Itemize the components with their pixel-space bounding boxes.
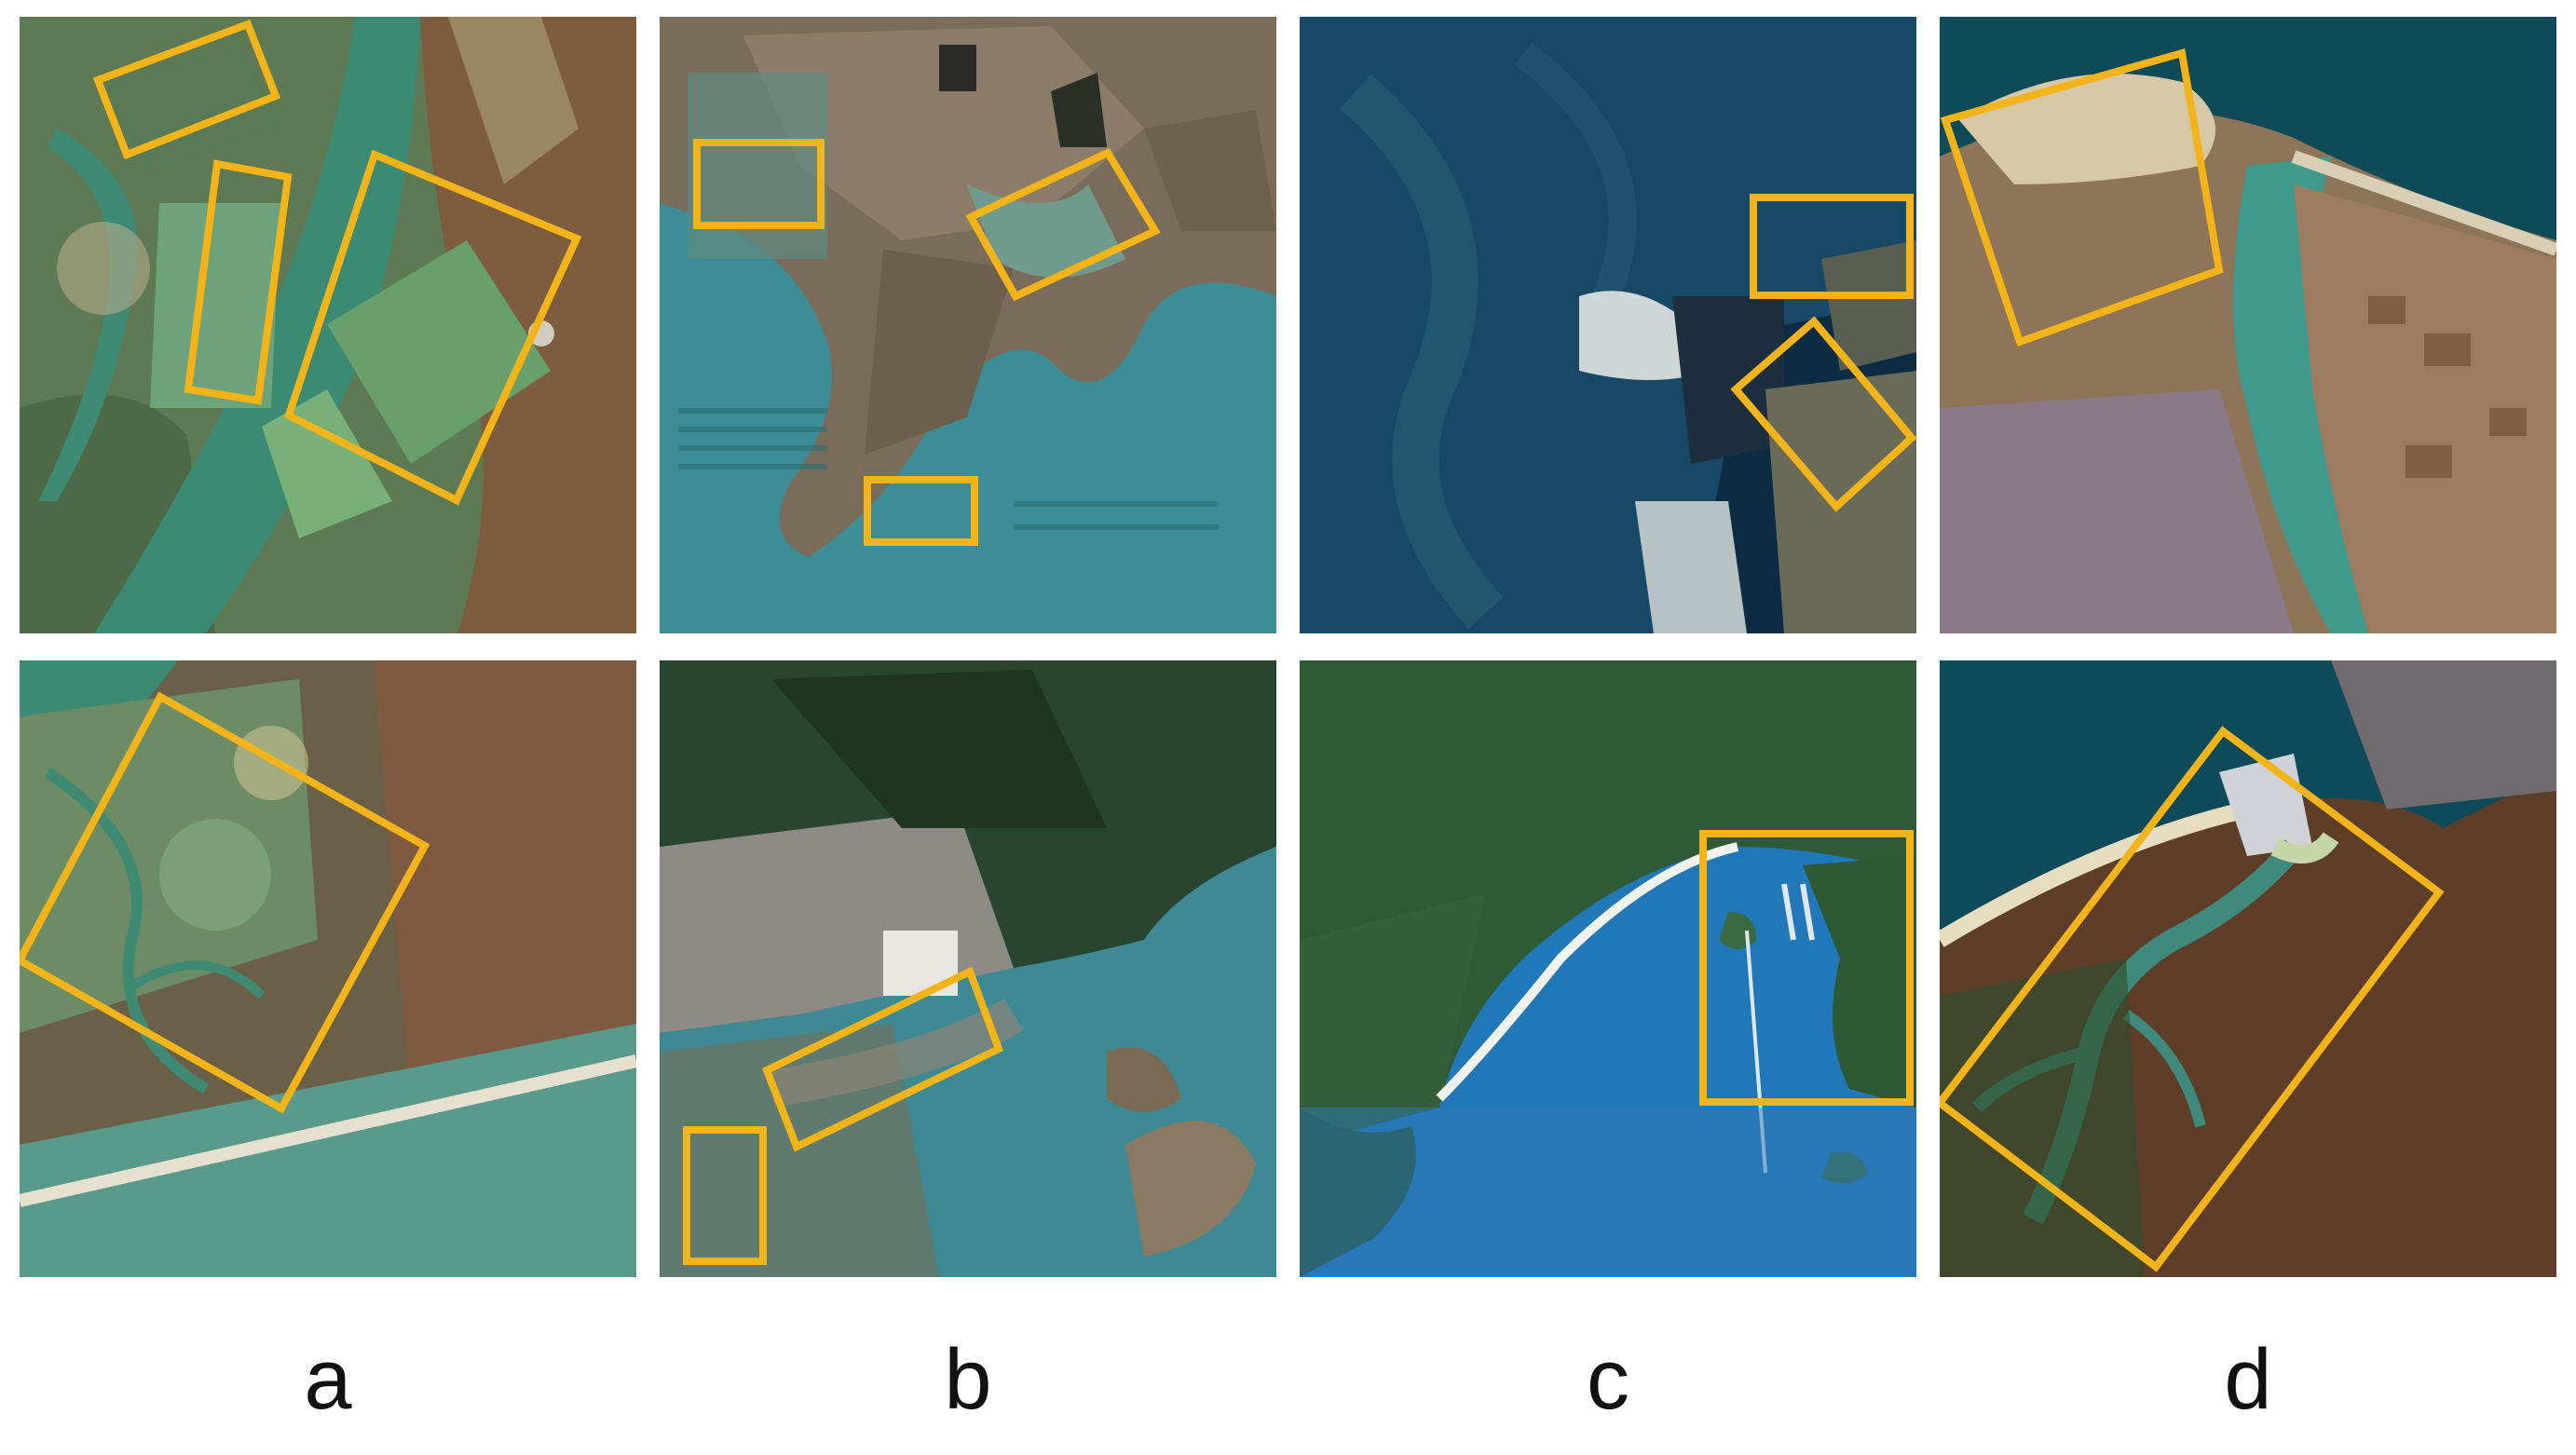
column-label-d: d: [2224, 1332, 2272, 1427]
panel-d-bottom: [1940, 660, 2556, 1277]
panel-a-bottom: [20, 660, 636, 1277]
satellite-image-a-bottom: [20, 660, 636, 1277]
satellite-image-d-top: [1940, 17, 2556, 633]
panel-d-top: [1940, 17, 2556, 633]
panel-b-top: [660, 17, 1276, 633]
satellite-image-b-bottom: [660, 660, 1276, 1277]
column-label-a: a: [304, 1332, 352, 1427]
panel-b-bottom: [660, 660, 1276, 1277]
panel-a-top: [20, 17, 636, 633]
satellite-image-a-top: [20, 17, 636, 633]
panel-c-top: [1300, 17, 1916, 633]
column-label-b: b: [944, 1332, 992, 1427]
column-label-c: c: [1587, 1332, 1629, 1427]
satellite-image-d-bottom: [1940, 660, 2556, 1277]
satellite-image-c-top: [1300, 17, 1916, 633]
panel-c-bottom: [1300, 660, 1916, 1277]
satellite-image-b-top: [660, 17, 1276, 633]
satellite-image-c-bottom: [1300, 660, 1916, 1277]
